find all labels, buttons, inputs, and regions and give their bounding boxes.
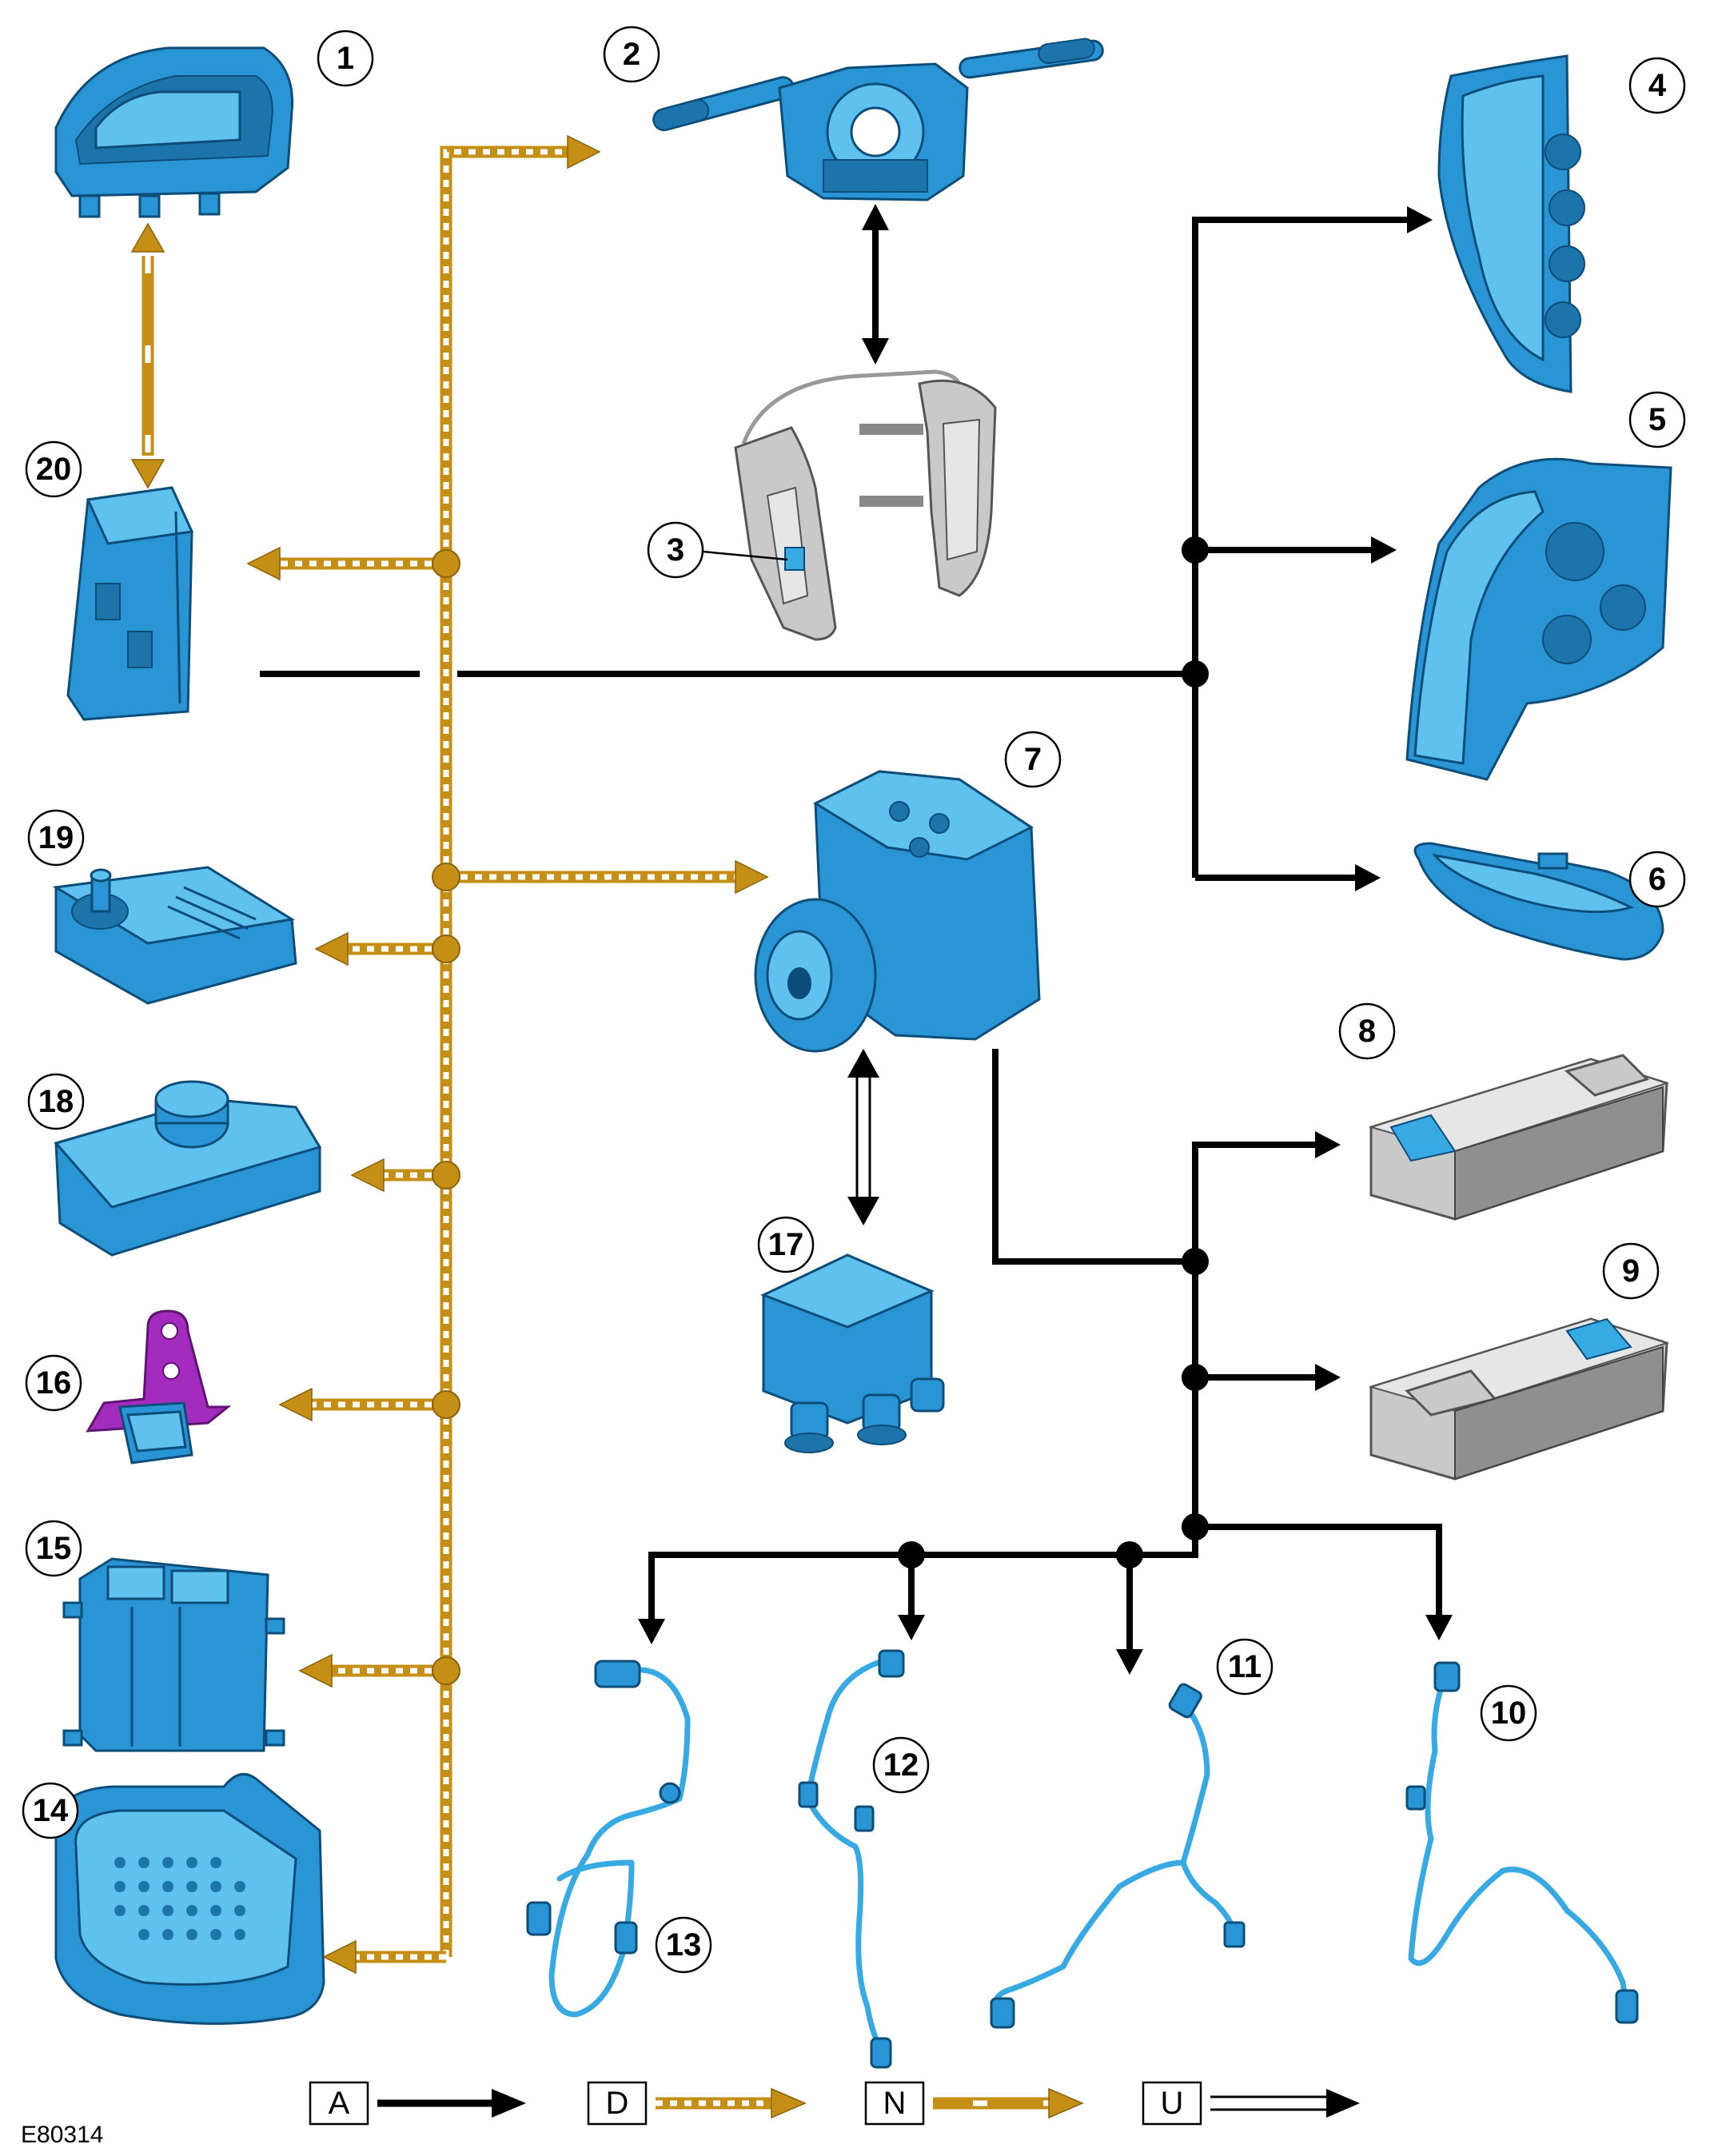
callout-3-leader — [702, 550, 788, 561]
legend: A D N U — [309, 2081, 1360, 2126]
callout-20: 20 — [25, 440, 82, 498]
callout-9: 9 — [1602, 1242, 1660, 1300]
svg-text:15: 15 — [36, 1531, 72, 1566]
svg-text:D: D — [606, 2086, 629, 2121]
bus-a-network — [260, 206, 1453, 1675]
callout-17: 17 — [757, 1216, 815, 1273]
callout-13: 13 — [655, 1916, 712, 1974]
legend-a: A — [309, 2081, 526, 2126]
wheel-speed-sensor-11 — [990, 1683, 1246, 2029]
transmission-control-module — [54, 1772, 325, 2025]
bus-d-network — [246, 134, 769, 1975]
svg-text:8: 8 — [1358, 1014, 1376, 1049]
svg-text:7: 7 — [1024, 742, 1042, 777]
svg-text:14: 14 — [33, 1793, 69, 1828]
steering-wheel-switches — [734, 369, 997, 641]
hydraulic-control-unit — [760, 1253, 945, 1453]
link-u-abs-hcu — [847, 1049, 879, 1225]
svg-text:9: 9 — [1622, 1253, 1640, 1289]
svg-text:11: 11 — [1228, 1649, 1262, 1684]
link-n-cluster-bcm — [130, 222, 165, 489]
svg-text:6: 6 — [1648, 862, 1666, 897]
legend-u: U — [1142, 2081, 1360, 2126]
callout-5: 5 — [1628, 391, 1686, 448]
instrument-cluster — [54, 46, 294, 218]
legend-n: N — [864, 2081, 1084, 2126]
callout-1: 1 — [317, 30, 374, 87]
callout-2: 2 — [603, 26, 660, 83]
body-control-module — [66, 486, 194, 721]
svg-text:N: N — [883, 2086, 907, 2121]
svg-text:10: 10 — [1491, 1696, 1527, 1731]
svg-text:U: U — [1161, 2086, 1184, 2121]
callout-10: 10 — [1480, 1684, 1537, 1742]
wheel-speed-sensor-13 — [526, 1660, 691, 2018]
callout-15: 15 — [25, 1520, 82, 1577]
svg-text:5: 5 — [1648, 402, 1666, 437]
svg-text:19: 19 — [38, 820, 74, 855]
wheel-speed-sensor-10 — [1405, 1661, 1639, 2024]
rain-light-sensor — [1413, 842, 1664, 961]
svg-text:A: A — [329, 2086, 350, 2121]
callout-7: 7 — [1004, 731, 1062, 788]
steering-column-switch — [652, 38, 1104, 201]
bracket-mounted-module — [86, 1309, 232, 1465]
callout-8: 8 — [1338, 1002, 1396, 1060]
gateway-module — [52, 866, 297, 1005]
callout-16: 16 — [25, 1354, 82, 1412]
callout-19: 19 — [27, 809, 85, 867]
wheel-speed-sensor-12 — [798, 1649, 905, 2069]
svg-text:3: 3 — [667, 532, 684, 568]
callout-6: 6 — [1628, 851, 1686, 908]
svg-text:18: 18 — [38, 1084, 74, 1119]
rotary-control-panel — [54, 1080, 322, 1257]
abs-module — [754, 770, 1041, 1053]
callout-18: 18 — [27, 1073, 85, 1130]
figure-id: E80314 — [21, 2122, 103, 2148]
svg-text:20: 20 — [36, 452, 72, 487]
engine-control-module — [62, 1557, 285, 1752]
svg-text:2: 2 — [623, 37, 640, 72]
callout-3: 3 — [647, 521, 704, 579]
callout-12: 12 — [872, 1736, 930, 1794]
callout-14: 14 — [22, 1782, 79, 1839]
svg-text:1: 1 — [337, 41, 354, 76]
svg-text:12: 12 — [883, 1748, 919, 1783]
callout-4: 4 — [1628, 57, 1686, 114]
legend-d: D — [587, 2081, 807, 2126]
svg-text:17: 17 — [768, 1227, 804, 1262]
callout-11: 11 — [1216, 1638, 1274, 1696]
link-a-switch-steering — [862, 204, 889, 365]
switch-panel-right-highlight — [1368, 1317, 1670, 1481]
svg-text:16: 16 — [36, 1365, 72, 1401]
switch-panel-left-highlight — [1368, 1054, 1670, 1221]
svg-text:4: 4 — [1648, 68, 1667, 103]
headlamp-assembly-alt — [1405, 457, 1672, 781]
svg-text:13: 13 — [666, 1927, 702, 1963]
headlamp-assembly — [1437, 54, 1585, 393]
